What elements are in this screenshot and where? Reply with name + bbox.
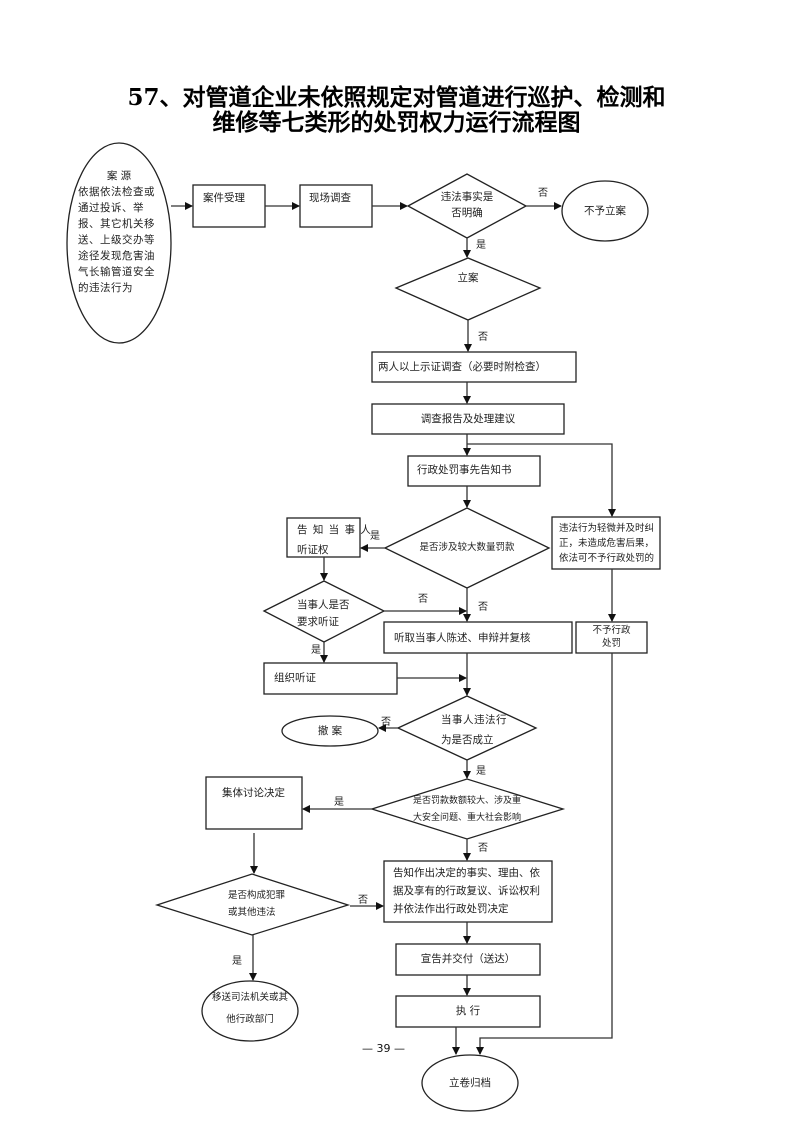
withdraw-case-label: 撤 案 <box>317 725 343 737</box>
no-penalty-label-1: 不予行政 <box>592 625 631 636</box>
investigation-report-box <box>371 403 565 435</box>
organize-hearing-label: 组织听证 <box>274 672 316 684</box>
violation-established-label-1: 当事人违法行 <box>441 714 507 726</box>
file-case-label: 立案 <box>457 272 479 284</box>
edge-label-no-violation: 否 <box>381 717 391 728</box>
large-fine-label: 是否涉及较大数量罚款 <box>419 542 515 553</box>
source-body: 依据依法检查或通过投诉、举报、其它机关移送、上级交办等途径发现危害油气长输管道安… <box>78 186 155 294</box>
collective-decision-box <box>205 776 303 830</box>
announce-deliver-box <box>395 943 541 976</box>
source-heading: 案 源 <box>106 170 132 182</box>
edge-label-no-request: 否 <box>418 594 428 605</box>
hear-statement-label: 听取当事人陈述、申辩并复核 <box>394 632 531 644</box>
edge-label-no-crime: 否 <box>358 895 368 906</box>
edge-label-yes-violation: 是 <box>476 766 486 777</box>
execute-box <box>395 995 541 1028</box>
transfer-label-2: 他行政部门 <box>226 1014 274 1025</box>
crime-diamond <box>154 873 351 936</box>
edge-label-no-facts: 否 <box>538 188 548 199</box>
edge-label-no-largefine: 否 <box>478 602 488 613</box>
connector-nopenalty-to-archive <box>476 653 613 1055</box>
diagram-title-line1: 57、对管道企业未依照规定对管道进行巡护、检测和 <box>127 84 666 111</box>
two-person-investigation-box <box>371 351 577 383</box>
hear-statement-box <box>383 621 573 654</box>
connector-report-to-minor <box>467 443 616 517</box>
request-hearing-label-2: 要求听证 <box>297 616 339 628</box>
archive-ellipse <box>421 1054 519 1112</box>
file-case-diamond <box>394 257 542 321</box>
transfer-ellipse <box>201 980 299 1042</box>
page-number: — 39 — <box>362 1042 405 1055</box>
violation-established-diamond <box>396 695 538 761</box>
case-accept-label: 案件受理 <box>203 192 245 204</box>
crime-label-2: 或其他违法 <box>228 907 276 918</box>
two-person-investigation-label: 两人以上示证调查（必要时附检查） <box>378 361 546 373</box>
notify-hearing-label-2: 听证权 <box>297 544 329 556</box>
execute-label: 执 行 <box>455 1005 481 1017</box>
no-case-label: 不予立案 <box>584 205 626 217</box>
site-investigation-label: 现场调查 <box>309 192 351 204</box>
archive-label: 立卷归档 <box>449 1077 491 1089</box>
investigation-report-label: 调查报告及处理建议 <box>420 413 516 425</box>
minor-violation-label: 违法行为轻微并及时纠正，未造成危害后果，依法可不予行政处罚的 <box>559 523 655 564</box>
large-fine-diamond <box>383 507 551 589</box>
major-fine-diamond <box>369 778 566 840</box>
inform-decision-label: 告知作出决定的事实、理由、依据及享有的行政复议、诉讼权利并依法作出行政处罚决定 <box>393 867 540 915</box>
edge-label-yes-crime: 是 <box>232 956 242 967</box>
diagram-title-line2: 维修等七类形的处罚权力运行流程图 <box>212 109 581 136</box>
no-penalty-label-2: 处罚 <box>601 638 621 649</box>
major-fine-label-1: 是否罚款数额较大、涉及重 <box>412 796 521 806</box>
collective-decision-label: 集体讨论决定 <box>222 787 285 799</box>
transfer-label-1: 移送司法机关或其 <box>211 992 288 1003</box>
edge-label-no-majorfine: 否 <box>478 843 488 854</box>
source-ellipse <box>66 142 172 344</box>
edge-label-no-filecase: 否 <box>478 332 488 343</box>
violation-established-label-2: 为是否成立 <box>441 734 494 746</box>
no-case-ellipse <box>561 180 649 242</box>
request-hearing-label-1: 当事人是否 <box>297 599 350 611</box>
announce-deliver-label: 宣告并交付（送达） <box>420 953 516 965</box>
edge-label-yes-largefine: 是 <box>370 531 380 542</box>
prior-notice-label: 行政处罚事先告知书 <box>417 464 512 476</box>
notify-hearing-label-1: 告 知 当 事 人 <box>297 524 372 536</box>
crime-label-1: 是否构成犯罪 <box>228 890 286 901</box>
edge-label-yes-facts: 是 <box>476 240 486 251</box>
major-fine-label-2: 大安全问题、重大社会影响 <box>412 813 521 823</box>
inform-decision-box <box>383 860 553 923</box>
edge-label-yes-request: 是 <box>311 645 321 656</box>
edge-label-yes-majorfine: 是 <box>334 797 344 808</box>
facts-clear-label: 违法事实是否明确 <box>440 191 494 219</box>
prior-notice-box <box>407 455 541 487</box>
minor-violation-box <box>551 516 661 570</box>
